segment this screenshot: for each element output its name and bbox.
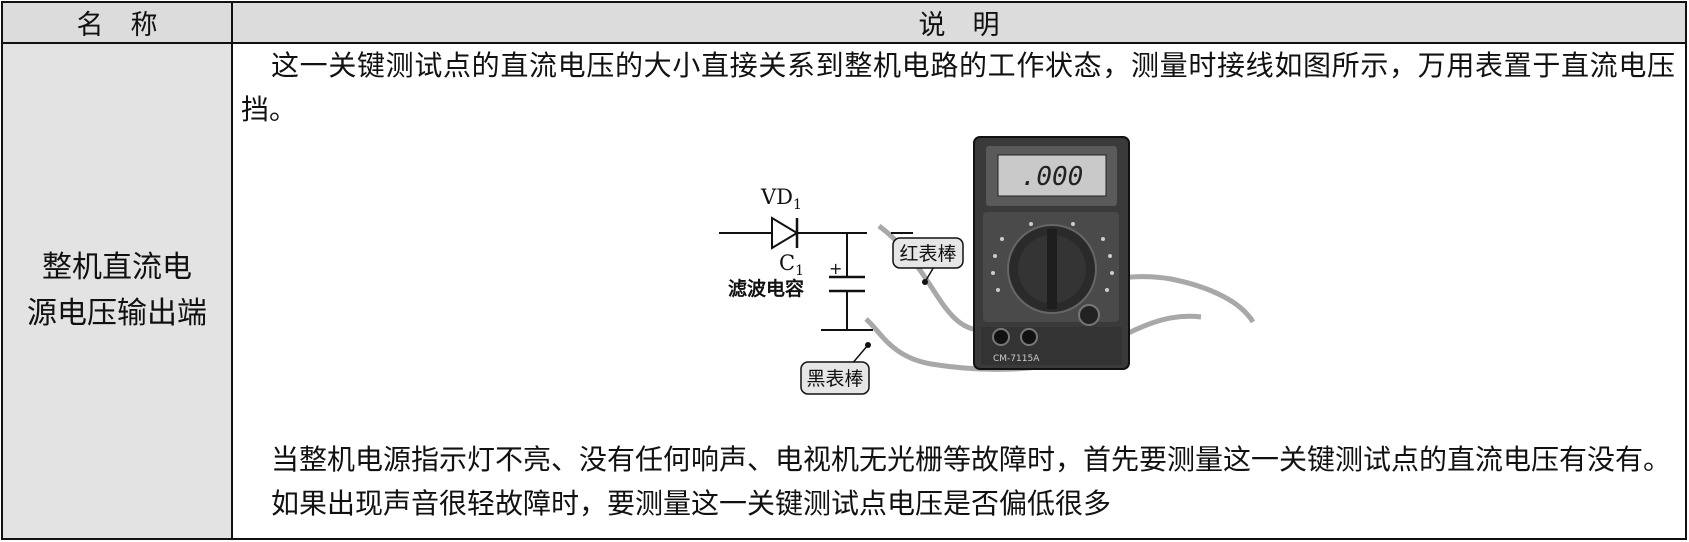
- name-cell: 整机直流电 源电压输出端: [1, 42, 233, 540]
- diode-label: VD1: [760, 185, 802, 213]
- selector-knob: [1047, 229, 1057, 309]
- table-row: 整机直流电 源电压输出端 这一关键测试点的直流电压的大小直接关系到整机电路的工作…: [1, 42, 1687, 540]
- meter-model: CM-7115A: [993, 354, 1040, 364]
- paragraph-3: 如果出现声音很轻故障时，要测量这一关键测试点电压是否偏低很多: [271, 487, 1112, 520]
- header-description: 说 明: [231, 1, 1687, 44]
- red-probe-label: 红表棒: [899, 243, 956, 265]
- multimeter: .000 CM-7115A: [973, 136, 1130, 370]
- black-probe-label-box: [800, 361, 870, 395]
- capacitor-label: C1: [779, 251, 804, 279]
- description-cell: 这一关键测试点的直流电压的大小直接关系到整机电路的工作状态，测量时接线如图所示，…: [231, 42, 1687, 540]
- diode-symbol: [771, 216, 799, 250]
- polarity-plus: +: [829, 259, 842, 278]
- paragraph-1: 这一关键测试点的直流电压的大小直接关系到整机电路的工作状态，测量时接线如图所示，…: [241, 49, 1675, 126]
- name-line-2: 源电压输出端: [27, 296, 207, 331]
- black-probe-label: 黑表棒: [806, 368, 863, 390]
- measurement-figure: VD1 C1 + 滤波电容 红表棒 黑表棒 .000: [241, 132, 1675, 438]
- v-jack: [1020, 328, 1038, 346]
- zero-knob: [1078, 304, 1100, 326]
- com-jack: [992, 328, 1010, 346]
- name-line-1: 整机直流电: [42, 250, 192, 285]
- meter-display: [997, 154, 1107, 197]
- paragraph-2: 当整机电源指示灯不亮、没有任何响声、电视机无光栅等故障时，首先要测量这一关键测试…: [271, 443, 1672, 476]
- meter-reading: .000: [1021, 162, 1084, 192]
- table-header-row: 名 称 说 明: [1, 1, 1687, 44]
- capacitor-description: 滤波电容: [728, 277, 804, 300]
- red-probe-label-box: [892, 237, 964, 269]
- header-name: 名 称: [1, 1, 233, 44]
- circuit-diagram: VD1 C1 + 滤波电容 红表棒 黑表棒 .000: [719, 136, 1256, 395]
